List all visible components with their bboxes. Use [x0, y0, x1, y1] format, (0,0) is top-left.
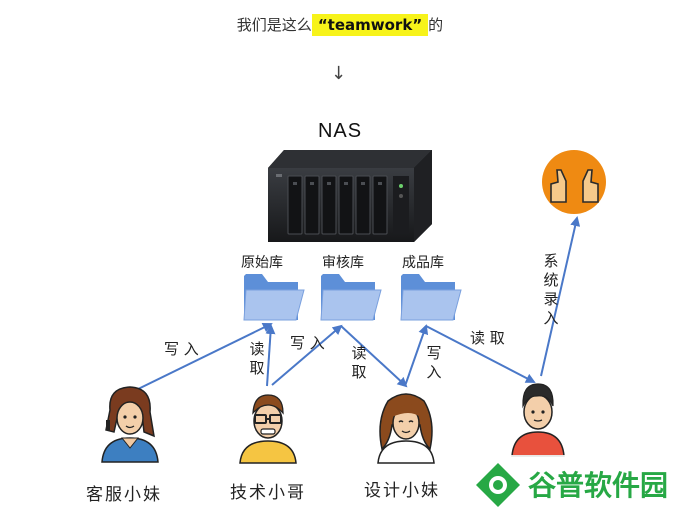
library-label-review: 审核库 [322, 255, 364, 271]
designer-avatar [377, 393, 435, 464]
nas-device-icon [268, 150, 432, 242]
arrow-read-3 [425, 325, 536, 383]
person-name-designer: 设计小妹 [364, 481, 440, 501]
folder-icon-review [320, 274, 382, 321]
label-write-3: 写入 [426, 344, 442, 381]
customer-service-avatar [101, 386, 159, 463]
folder-icon-raw [243, 274, 305, 321]
watermark-logo: 谷普软件园 [468, 455, 668, 515]
tech-guy-avatar [239, 394, 297, 464]
label-read-3: 读 取 [470, 329, 505, 347]
header-suffix: 的 [428, 16, 444, 34]
arrow-read-1 [265, 324, 276, 387]
arrow-system-entry [540, 216, 581, 377]
arrow-read-2 [340, 325, 408, 388]
teamwork-highlight: “teamwork” [311, 14, 429, 36]
flow-arrows [131, 216, 581, 393]
library-label-raw: 原始库 [241, 255, 283, 271]
operator-avatar [511, 383, 565, 457]
header-prefix: 我们是这么 [236, 16, 312, 34]
watermark-text: 谷普软件园 [528, 469, 668, 502]
person-name-tech: 技术小哥 [230, 483, 306, 503]
label-read-1: 读取 [249, 340, 265, 377]
label-read-2: 读取 [351, 344, 367, 381]
header-caption: 我们是这么“teamwork”的 [0, 14, 680, 36]
watermark-graphic: 谷普软件园 [476, 463, 668, 507]
arrow-write-1 [131, 323, 273, 393]
arrow-write-3 [404, 324, 429, 387]
library-label-final: 成品库 [402, 255, 444, 271]
label-system-entry: 系统录入 [543, 252, 559, 327]
person-name-customer-service: 客服小妹 [86, 485, 162, 505]
thumbs-up-icon [542, 150, 606, 214]
down-arrow-icon: ↓ [331, 63, 347, 84]
label-write-1: 写 入 [164, 340, 199, 358]
label-write-2: 写 入 [290, 334, 325, 352]
arrow-write-2 [271, 324, 343, 386]
nas-label: NAS [317, 120, 363, 142]
folder-icon-final [400, 274, 462, 321]
